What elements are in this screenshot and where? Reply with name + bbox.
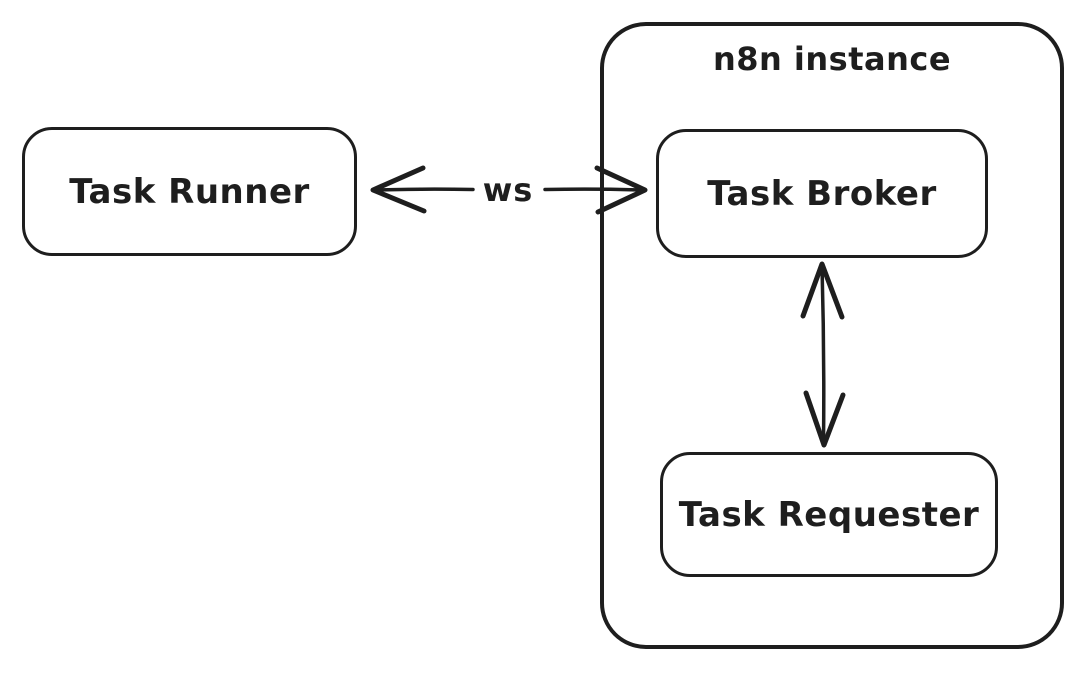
task-requester-label: Task Requester xyxy=(678,494,980,535)
n8n-instance-label: n8n instance xyxy=(712,40,952,78)
node-task-runner: Task Runner xyxy=(22,127,357,256)
task-runner-label: Task Runner xyxy=(69,171,310,212)
node-task-requester: Task Requester xyxy=(660,452,998,577)
node-task-broker: Task Broker xyxy=(656,129,988,258)
task-broker-label: Task Broker xyxy=(707,173,937,214)
ws-edge-label: ws xyxy=(482,171,534,209)
